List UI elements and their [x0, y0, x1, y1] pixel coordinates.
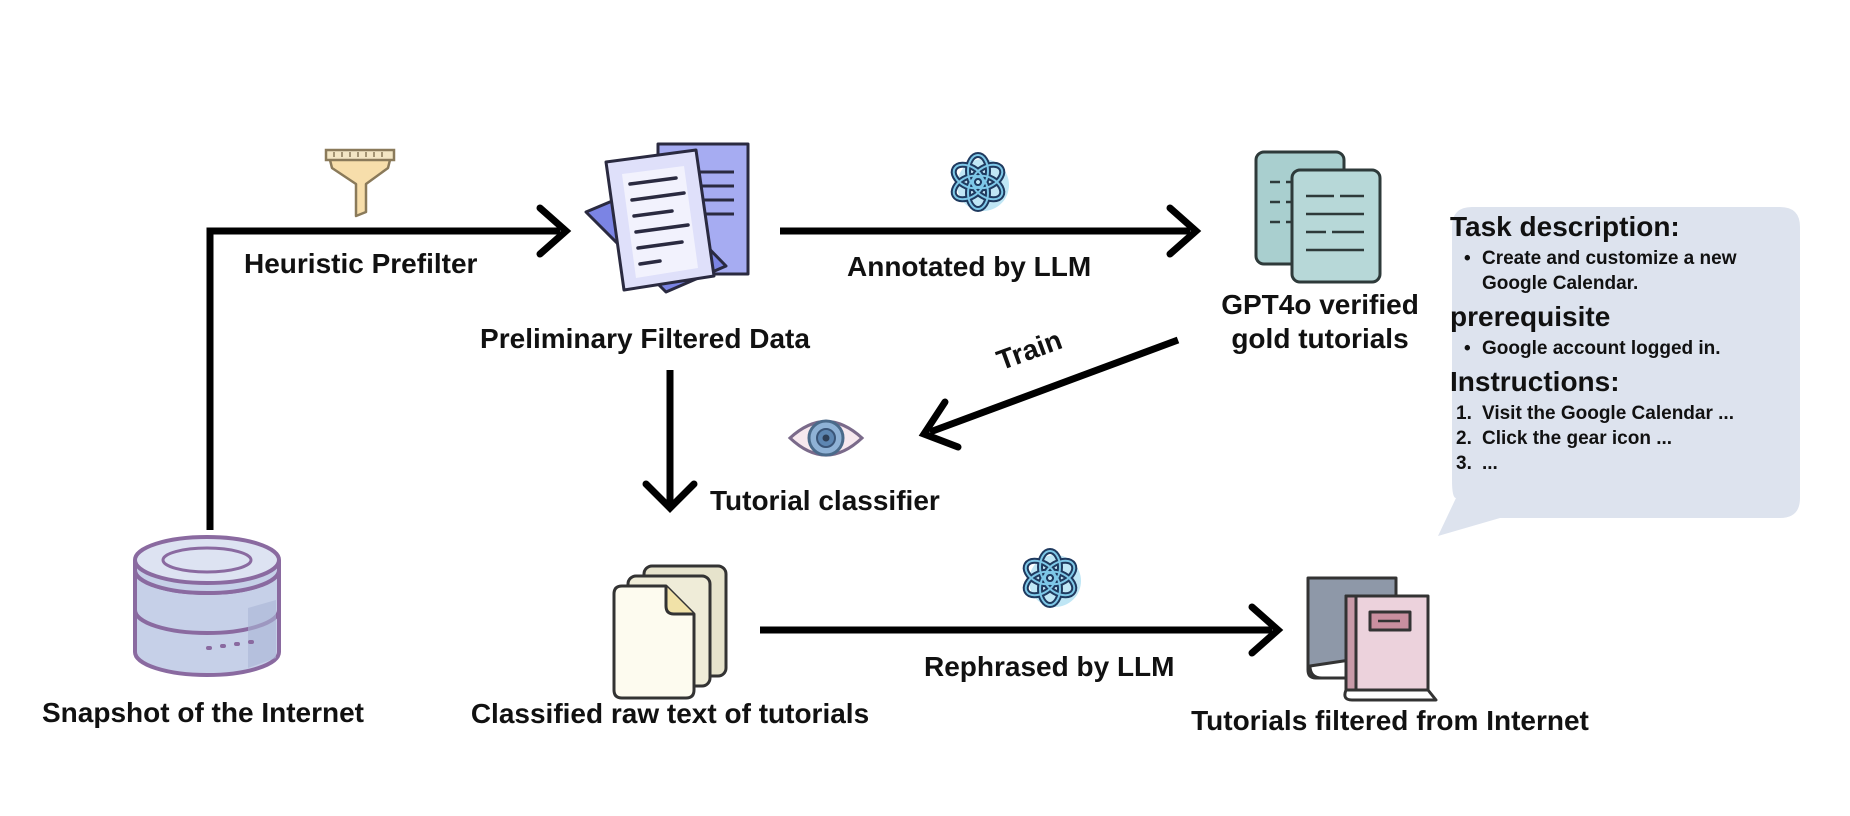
- task-description-item: Create and customize a new Google Calend…: [1450, 246, 1780, 296]
- documents-stack-icon: [584, 142, 750, 294]
- arrow-train: [918, 336, 1180, 451]
- classified-raw-text-label: Classified raw text of tutorials: [470, 698, 870, 729]
- step-text: ...: [1482, 453, 1498, 474]
- gold-tutorials-label: GPT4o verified gold tutorials: [1190, 288, 1450, 356]
- annotated-by-llm-label: Annotated by LLM: [847, 251, 1092, 282]
- step-number: 2.: [1456, 428, 1472, 449]
- tutorial-classifier-label: Tutorial classifier: [710, 485, 940, 516]
- snapshot-of-internet-label: Snapshot of the Internet: [42, 697, 364, 728]
- llm-logo-icon: [1022, 551, 1081, 607]
- task-description-line2: Google Calendar.: [1482, 273, 1639, 294]
- step-text: Click the gear icon ...: [1482, 428, 1673, 449]
- heuristic-prefilter-label: Heuristic Prefilter: [244, 248, 478, 279]
- instruction-step: 3....: [1450, 451, 1780, 476]
- database-icon: [133, 535, 281, 677]
- gold-tutorials-label-line2: gold tutorials: [1231, 323, 1409, 354]
- arrow-annotated-by-llm: [780, 204, 1202, 258]
- gold-tutorials-icon: [1254, 150, 1382, 284]
- step-number: 1.: [1456, 403, 1472, 424]
- arrow-internet-to-prefilter: [206, 204, 572, 530]
- tutorial-example: Task description: Create and customize a…: [1450, 210, 1780, 480]
- books-icon: [1306, 576, 1438, 702]
- prerequisite-heading: prerequisite: [1450, 301, 1611, 332]
- prerequisite-list: Google account logged in.: [1450, 336, 1780, 361]
- step-text: Visit the Google Calendar ...: [1482, 403, 1734, 424]
- rephrased-by-llm-label: Rephrased by LLM: [924, 651, 1175, 682]
- task-description-list: Create and customize a new Google Calend…: [1450, 246, 1780, 296]
- llm-logo-icon: [950, 155, 1009, 211]
- instruction-step: 1. Visit the Google Calendar ...: [1450, 401, 1780, 426]
- arrow-to-classifier: [642, 370, 698, 513]
- gold-tutorials-label-line1: GPT4o verified: [1221, 289, 1419, 320]
- task-description-heading: Task description:: [1450, 211, 1680, 242]
- task-description-line1: Create and customize a new: [1482, 248, 1737, 269]
- step-number: 3.: [1456, 453, 1472, 474]
- tutorials-filtered-label: Tutorials filtered from Internet: [1191, 705, 1589, 736]
- arrow-rephrased-by-llm: [760, 603, 1284, 657]
- instruction-step: 2. Click the gear icon ...: [1450, 426, 1780, 451]
- eye-icon: [787, 419, 865, 457]
- raw-documents-icon: [612, 564, 728, 700]
- funnel-icon: [324, 148, 396, 218]
- prerequisite-item: Google account logged in.: [1450, 336, 1780, 361]
- instructions-list: 1. Visit the Google Calendar ... 2. Click …: [1450, 401, 1780, 476]
- preliminary-filtered-data-label: Preliminary Filtered Data: [480, 323, 810, 354]
- instructions-heading: Instructions:: [1450, 366, 1620, 397]
